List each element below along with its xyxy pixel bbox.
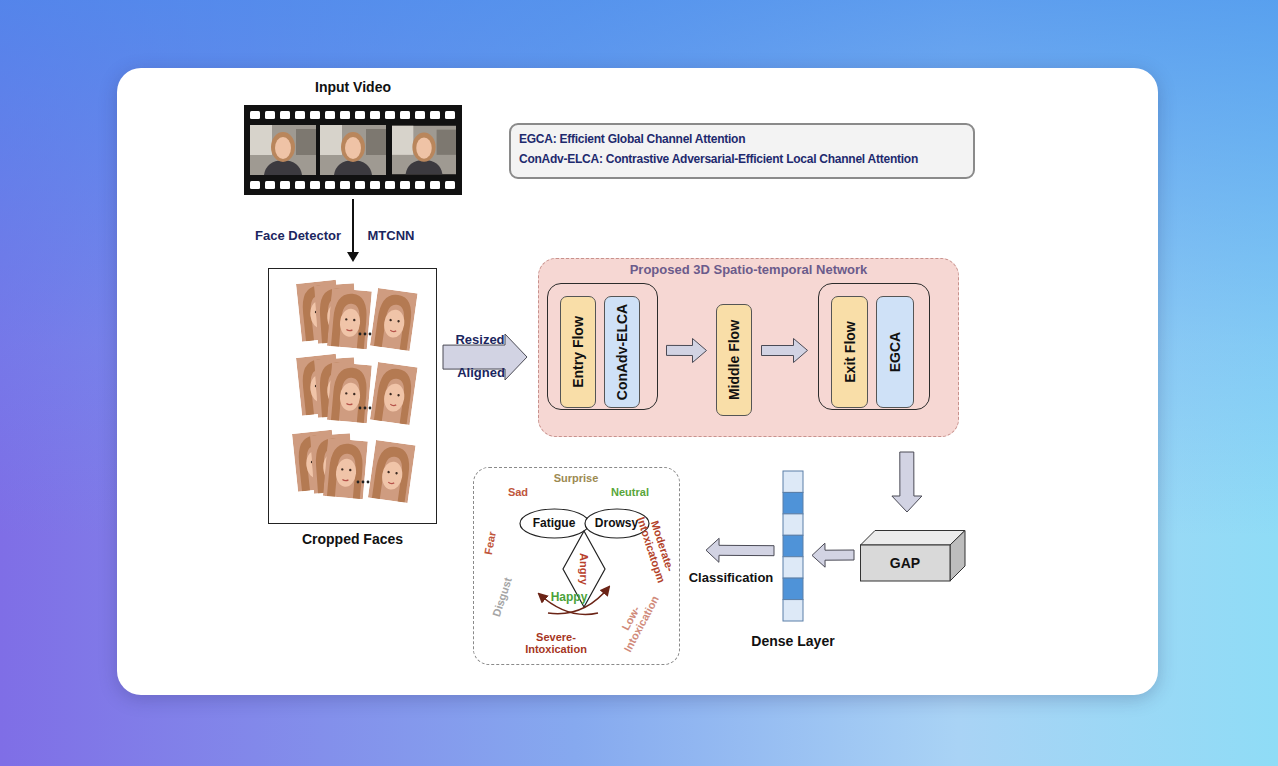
- cube-side: [950, 531, 965, 582]
- attention-block: ConAdv-ELCA: [604, 296, 640, 408]
- network-container: Proposed 3D Spatio-temporal NetworkEntry…: [538, 258, 959, 437]
- video-frame: [392, 126, 456, 174]
- block-arrow: [892, 452, 922, 512]
- face-crop: [370, 288, 418, 351]
- face-crop: [327, 362, 372, 423]
- flow-block: Middle Flow: [716, 304, 752, 416]
- state-ellipse: Fatigue: [519, 508, 590, 539]
- block-arrow-shape: [667, 339, 707, 363]
- ellipsis-dot: [362, 481, 365, 484]
- face-crop: [323, 438, 368, 499]
- annotation-label: Aligned: [457, 366, 505, 380]
- video-frame: [320, 125, 386, 175]
- block-arrow: [706, 538, 774, 562]
- video-frame: [250, 125, 316, 175]
- cropped-face-stack: [292, 280, 418, 503]
- block-label: Middle Flow: [726, 319, 742, 399]
- vector-cell: [783, 600, 803, 621]
- ellipsis-dot: [367, 481, 370, 484]
- block-arrow: [762, 339, 808, 363]
- film-body: [244, 105, 462, 195]
- section-title: Input Video: [244, 78, 462, 96]
- block-arrow-shape: [892, 452, 922, 512]
- block-arrow: [812, 543, 854, 567]
- dense-layer: Dense Layer: [780, 468, 806, 624]
- face-crop: [368, 440, 416, 503]
- face-crop: [327, 288, 372, 349]
- annotation-label: MTCNN: [368, 229, 415, 243]
- sprocket-holes: [250, 111, 455, 189]
- ellipsis-dot: [369, 333, 372, 336]
- vector-cell: [783, 492, 803, 513]
- film-strip-node: Input Video: [244, 105, 462, 195]
- ellipsis-dot: [364, 407, 367, 410]
- connector-line: [352, 199, 354, 252]
- arrowhead: [347, 252, 359, 262]
- block-label: Entry Flow: [570, 316, 586, 388]
- ellipsis-dot: [359, 333, 362, 336]
- cube-top: [861, 531, 966, 546]
- module-group: Exit Flow EGCA: [818, 283, 930, 410]
- block-arrow-shape: [706, 538, 774, 562]
- block-label: EGCA: [887, 332, 903, 372]
- annotation-label: Sad: [508, 486, 528, 498]
- vector-cell: [783, 535, 803, 556]
- block-arrow-shape: [762, 339, 808, 363]
- annotation-label: Surprise: [554, 472, 599, 484]
- caption: Cropped Faces: [302, 530, 403, 548]
- block-label: Exit Flow: [842, 321, 858, 382]
- attention-block: EGCA: [876, 296, 914, 408]
- flow-block: Exit Flow: [831, 296, 868, 408]
- block-arrow: [667, 339, 707, 363]
- legend-entry: EGCA: Efficient Global Channel Attention: [519, 129, 973, 149]
- ellipsis-dot: [364, 333, 367, 336]
- gap-layer: GAP: [860, 530, 966, 582]
- annotation-label: Resized: [455, 333, 504, 347]
- vector-cell: [783, 578, 803, 599]
- ellipsis-dot: [357, 481, 360, 484]
- vector-cell: [783, 514, 803, 535]
- ellipsis-dot: [369, 407, 372, 410]
- block-arrow-shape: [812, 543, 854, 567]
- edge-label: Classification: [689, 570, 774, 585]
- cropped-faces-frame: Cropped Faces: [268, 268, 437, 524]
- ellipsis-dot: [359, 407, 362, 410]
- film-strip: [244, 105, 462, 195]
- container-heading: Proposed 3D Spatio-temporal Network: [539, 262, 958, 277]
- annotation-label: Happy: [551, 591, 588, 604]
- layer-label: GAP: [860, 545, 950, 580]
- vector-cell: [783, 557, 803, 578]
- annotation-label: Severe- Intoxication: [517, 631, 595, 655]
- line-arrow: [347, 199, 359, 262]
- legend-entry: ConAdv-ELCA: Contrastive Adversarial-Eff…: [519, 149, 973, 169]
- annotation-label: Face Detector: [255, 229, 341, 243]
- block-label: ConAdv-ELCA: [614, 304, 630, 400]
- cube-front: [861, 545, 951, 581]
- module-group: Entry Flow ConAdv-ELCA: [547, 283, 658, 410]
- ellipse-outline: [520, 509, 589, 538]
- vector-cell: [783, 471, 803, 492]
- face-crop: [370, 362, 418, 425]
- annotation-label: Neutral: [611, 486, 649, 498]
- flow-block: Entry Flow: [560, 296, 596, 408]
- legend-box: EGCA: Efficient Global Channel Attention…: [509, 123, 975, 179]
- layer-label: Dense Layer: [751, 633, 834, 649]
- state-label: Fatigue: [519, 508, 590, 539]
- state-label: Angry: [578, 553, 590, 585]
- vector-cells: [780, 468, 806, 624]
- transition-curve: [548, 587, 609, 614]
